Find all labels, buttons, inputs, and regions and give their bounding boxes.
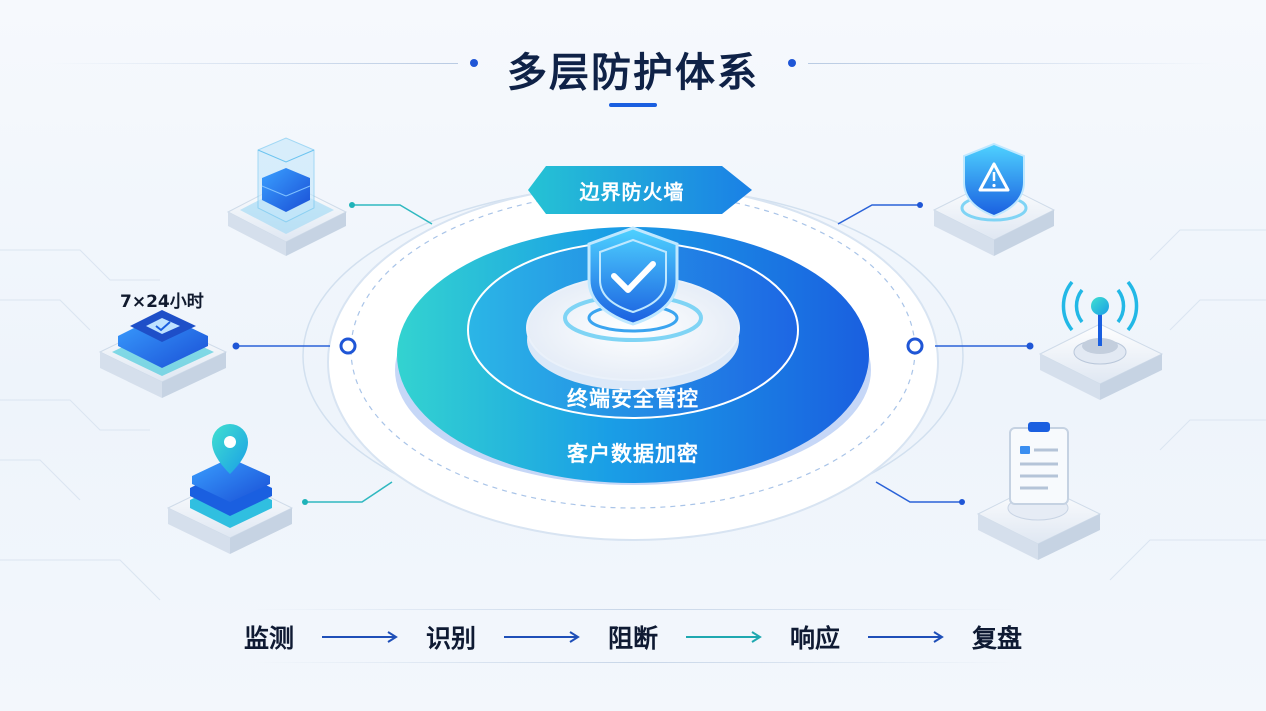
monitoring-hours-label: 7×24小时 xyxy=(120,292,204,312)
flow-step-monitor: 监测 xyxy=(243,624,294,653)
arrow-right-icon xyxy=(504,631,580,643)
flow-step-block: 阻断 xyxy=(607,624,658,653)
flow-step-identify: 识别 xyxy=(425,624,476,653)
arrow-right-icon xyxy=(322,631,398,643)
title-dot-left xyxy=(470,59,478,67)
clipboard-document-icon xyxy=(976,422,1102,560)
title-line-left xyxy=(48,63,458,64)
flow-step-respond: 响应 xyxy=(789,624,840,653)
title-line-right xyxy=(808,63,1218,64)
location-pin-stack-icon xyxy=(166,424,294,554)
flow-bottom-line xyxy=(250,662,1020,663)
server-stack-icon xyxy=(226,137,348,256)
outer-layer-label: 边界防火墙 xyxy=(579,179,685,204)
arrow-right-icon xyxy=(686,631,762,643)
circuit-lines-right xyxy=(1109,229,1266,581)
flow-top-line xyxy=(250,609,1020,610)
warning-shield-icon xyxy=(932,142,1056,256)
inner-layer-label: 客户数据加密 xyxy=(567,442,699,466)
middle-layer-label: 终端安全管控 xyxy=(567,387,699,411)
title-dot-right xyxy=(788,59,796,67)
arrow-right-icon xyxy=(868,631,944,643)
flow-step-review: 复盘 xyxy=(971,624,1022,653)
title-underline xyxy=(609,103,657,107)
shield-check-icon xyxy=(587,226,679,326)
radar-antenna-icon xyxy=(1038,280,1164,400)
outer-layer-pill xyxy=(528,166,752,214)
shield-check-card-icon xyxy=(98,310,228,398)
process-flow: 监测 识别 阻断 响应 复盘 xyxy=(0,615,1266,659)
circuit-lines-left xyxy=(0,249,161,601)
page-title: 多层防护体系 xyxy=(507,50,759,96)
